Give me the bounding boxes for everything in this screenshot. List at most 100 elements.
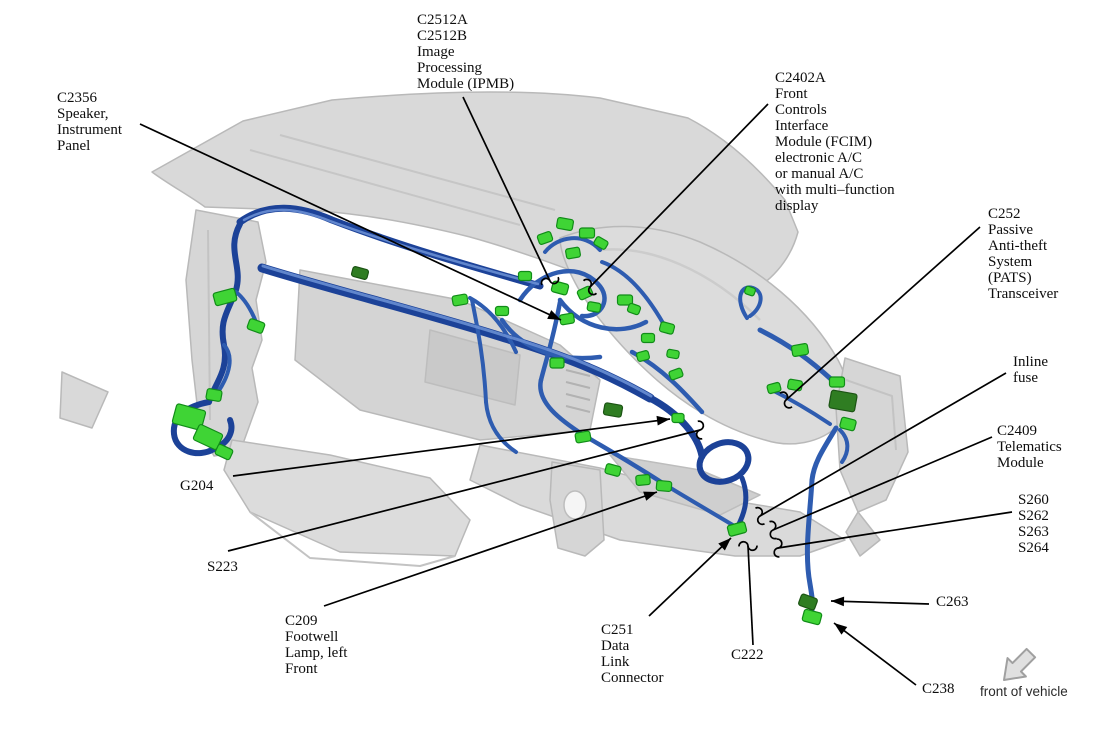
leader-c2409	[772, 436, 993, 531]
harness-connector	[828, 389, 858, 413]
leader-squiggle	[779, 391, 793, 409]
callout-c222-line: C222	[731, 647, 764, 663]
harness-connector	[655, 479, 673, 493]
harness-connector	[744, 285, 756, 297]
harness-connector	[839, 416, 857, 432]
callout-c222: C222	[731, 647, 764, 663]
leader-c2356	[139, 123, 562, 321]
harness-connector	[586, 301, 602, 313]
callout-c2512-line: Module (IPMB)	[417, 76, 515, 92]
callout-c2402a-line: electronic A/C	[775, 150, 863, 166]
leader-arrowhead	[718, 538, 731, 551]
harness-connector	[192, 424, 224, 450]
leader-g204	[232, 418, 671, 477]
harness-connector	[565, 246, 581, 260]
callout-c209-line: Lamp, left	[285, 645, 348, 661]
callout-c251-line: C251	[601, 622, 634, 638]
callout-inline-fuse-line: Inline	[1013, 354, 1048, 370]
leader-squiggle	[540, 276, 560, 286]
harness-connector	[350, 266, 370, 280]
harness-connector	[658, 321, 676, 335]
leader-arrowhead	[834, 623, 848, 635]
callout-c209-line: Front	[285, 661, 318, 677]
harness-connector	[212, 287, 238, 307]
harness-connector	[246, 318, 266, 334]
harness-connector	[574, 430, 592, 444]
harness-connector	[671, 412, 685, 424]
callout-c2512-line: Processing	[417, 60, 482, 76]
harness-connector	[616, 294, 634, 306]
leader-s260	[777, 511, 1013, 549]
leader-arrowhead	[656, 415, 670, 426]
callout-c2409-line: Telematics	[997, 439, 1062, 455]
leader-squiggle	[773, 538, 783, 558]
callout-c252-line: Passive	[988, 222, 1033, 238]
callout-c252-line: Transceiver	[988, 286, 1059, 302]
leader-squiggle	[582, 278, 598, 296]
leader-c238	[833, 622, 917, 686]
callout-c2356-line: Speaker,	[57, 106, 109, 122]
front-of-vehicle-arrow-icon	[1003, 647, 1037, 681]
callout-c2512-line: Image	[417, 44, 455, 60]
harness-connector	[787, 378, 803, 392]
callout-g204: G204	[180, 478, 213, 494]
callout-c2356-line: Instrument	[57, 122, 122, 138]
callout-g204-line: G204	[180, 478, 214, 494]
callout-c2512-line: C2512B	[417, 28, 468, 44]
leader-c2512	[462, 96, 551, 282]
leader-inline-fuse	[759, 372, 1007, 517]
harness-connector	[798, 593, 818, 611]
callout-s260-line: S262	[1018, 508, 1049, 524]
callout-s223-line: S223	[207, 559, 238, 575]
harness-connector	[578, 227, 596, 239]
callout-c2402a-line: Controls	[775, 102, 827, 118]
harness-connector	[640, 332, 656, 344]
callout-c238: C238	[922, 681, 955, 697]
callout-c2402a-line: C2402A	[775, 70, 826, 86]
leader-c2402a	[589, 103, 769, 288]
callout-c252-line: C252	[988, 206, 1021, 222]
harness-connector	[801, 608, 823, 626]
leader-squiggle	[695, 420, 705, 440]
leader-c252	[785, 226, 981, 401]
callout-c2402a-line: Interface	[775, 118, 829, 134]
callout-c209-line: Footwell	[285, 629, 339, 645]
leader-squiggle	[769, 520, 777, 540]
callout-c2402a-line: Module (FCIM)	[775, 134, 873, 150]
callout-c263: C263	[936, 594, 969, 610]
leader-arrowhead	[547, 310, 561, 320]
harness-connector	[636, 350, 650, 362]
harness-connector	[790, 342, 810, 358]
harness-connector	[626, 302, 642, 316]
front-of-vehicle-label: front of vehicle	[980, 684, 1068, 699]
callout-c2356-line: Panel	[57, 138, 91, 154]
harness-connector	[494, 305, 510, 317]
harness-connector	[517, 270, 533, 282]
harness-connector	[550, 280, 570, 296]
callout-c263-line: C263	[936, 594, 969, 610]
callout-c2402a-line: or manual A/C	[775, 166, 864, 182]
harness-connector	[604, 463, 622, 477]
leader-c263	[830, 600, 930, 605]
callout-c238-line: C238	[922, 681, 955, 697]
dashboard-silhouette	[59, 91, 909, 567]
callout-c251-line: Data	[601, 638, 630, 654]
harness-connector	[602, 402, 624, 418]
harness-connector	[593, 236, 609, 250]
callout-c2512-line: C2512A	[417, 12, 468, 28]
harness-connector	[214, 443, 234, 461]
callout-inline-fuse-line: fuse	[1013, 370, 1038, 386]
callout-s223: S223	[207, 559, 238, 575]
leader-arrowhead	[643, 491, 657, 501]
harness-connector	[666, 348, 680, 360]
